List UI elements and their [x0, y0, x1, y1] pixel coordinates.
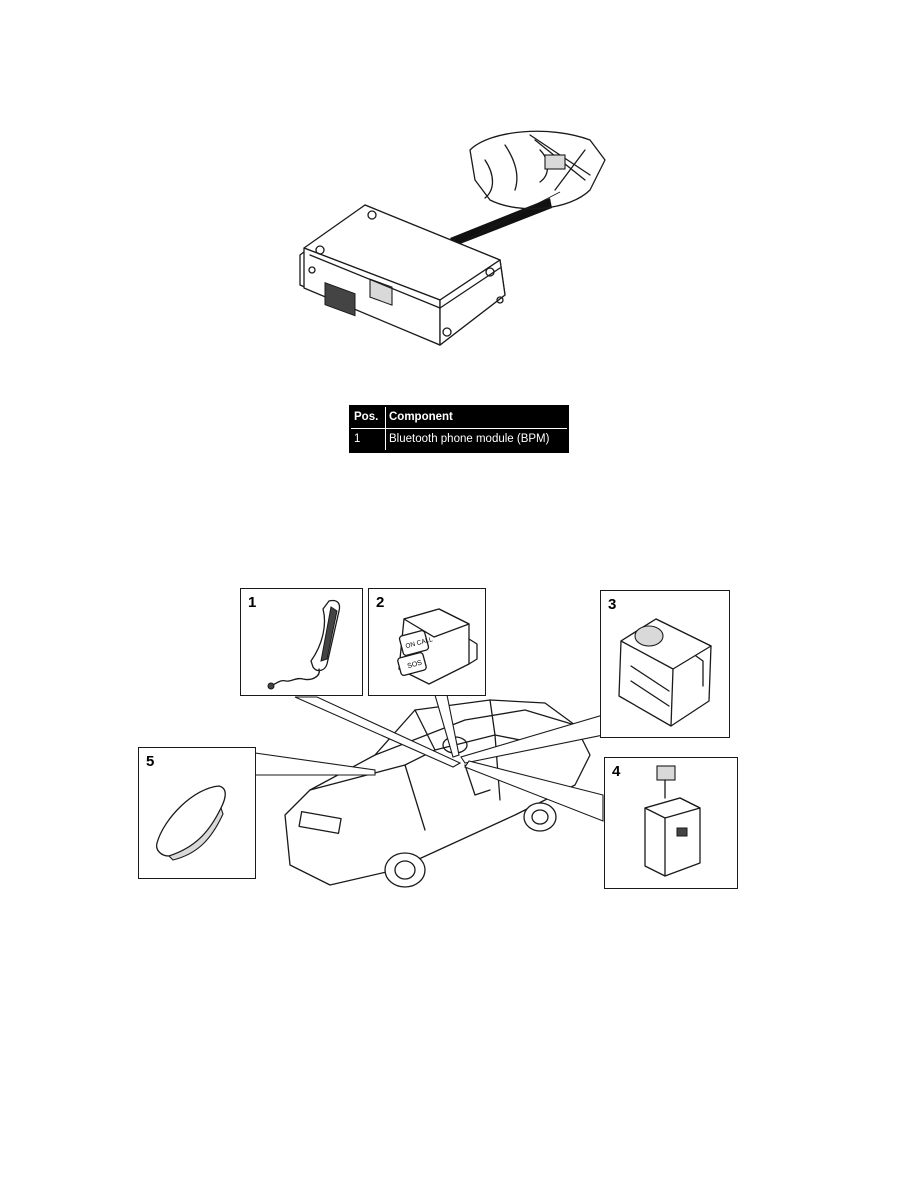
header-component: Component: [389, 411, 453, 423]
overview-illustration: 1 2 ON CALL SOS 3: [135, 585, 740, 890]
callout-control-module: 3: [600, 590, 730, 738]
antenna-illustration: [155, 785, 226, 861]
callout-antenna: 5: [138, 747, 256, 879]
callout-number-2: 2: [376, 594, 385, 611]
cell-component: Bluetooth phone module (BPM): [389, 433, 550, 445]
handset-illustration: [267, 599, 341, 690]
callout-number-1: 1: [248, 594, 257, 611]
control-module-illustration: [618, 618, 712, 727]
callout-handset: 1: [240, 588, 363, 696]
button-panel-illustration: ON CALL SOS: [397, 608, 478, 685]
bpm-module-illustration: [290, 120, 620, 360]
callout-number-4: 4: [612, 763, 621, 780]
callout-number-3: 3: [608, 596, 617, 613]
callout-number-5: 5: [146, 753, 155, 770]
car-illustration: [254, 694, 604, 888]
table-header-row: Pos. Component: [351, 407, 567, 428]
callout-phone-module: 4: [604, 757, 738, 889]
vehicle-location-inset: [469, 130, 606, 210]
component-table: Pos. Component 1 Bluetooth phone module …: [349, 405, 569, 453]
phone-module-illustration: [644, 765, 701, 877]
cell-pos: 1: [351, 429, 386, 450]
header-pos: Pos.: [351, 407, 386, 428]
table-row: 1 Bluetooth phone module (BPM): [351, 428, 567, 450]
sos-label: SOS: [407, 659, 423, 670]
callout-button-panel: 2 ON CALL SOS: [368, 588, 486, 696]
